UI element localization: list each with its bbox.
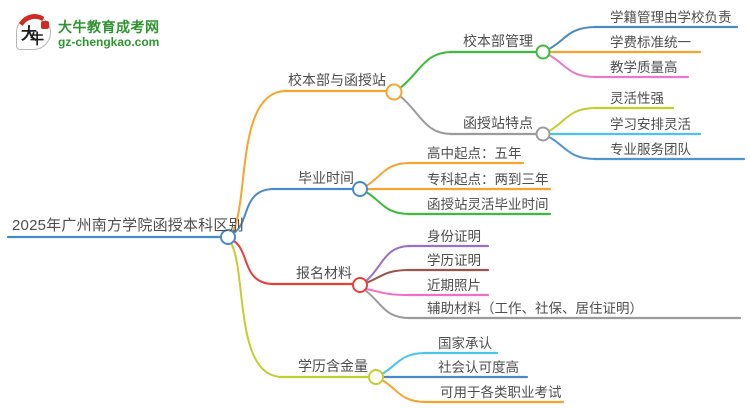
leaf-unified-tuition-label: 学费标准统一 — [610, 35, 691, 50]
root-label: 2025年广州南方学院函授本科区别 — [12, 217, 244, 234]
circle-root — [220, 229, 236, 245]
leaf-flexibility-label: 灵活性强 — [610, 91, 664, 106]
leaf-recent-photo-label: 近期照片 — [427, 278, 481, 293]
edge-leaf-state-recognized — [381, 352, 427, 375]
logo-seal-icon — [41, 21, 49, 29]
leaf-social-recognition-label: 社会认可度高 — [438, 360, 519, 375]
leaf-service-team-label: 专业服务团队 — [610, 142, 691, 157]
site-name: 大牛教育成考网 — [58, 19, 160, 35]
edge-branch-degree-value — [230, 242, 283, 378]
edge-branch-application-materials — [233, 240, 275, 285]
edge-station-features — [399, 95, 453, 135]
edge-leaf-highschool-start — [365, 162, 411, 187]
branch-application-materials-label: 报名材料 — [296, 265, 352, 281]
site-url: gz-chengkao.com — [58, 35, 160, 49]
leaf-highschool-start-label: 高中起点：五年 — [427, 146, 522, 161]
brand-logo-icon: 大 牛 — [13, 10, 56, 53]
edge-leaf-education-proof — [365, 269, 411, 284]
branch-degree-value-label: 学历含金量 — [298, 358, 368, 374]
brand-text: 大牛教育成考网 gz-chengkao.com — [58, 15, 160, 49]
leaf-state-recognized-label: 国家承认 — [438, 336, 492, 351]
edge-leaf-identity-proof — [365, 245, 411, 282]
edge-leaf-flexibility — [548, 107, 597, 132]
edge-leaf-service-team — [548, 136, 597, 160]
edge-leaf-career-exams — [381, 379, 427, 403]
brand-logo: 大 牛 大牛教育成考网 gz-chengkao.com — [13, 10, 160, 53]
edge-leaf-supporting-materials — [365, 290, 411, 319]
edge-branch-campus-vs-station — [232, 90, 287, 232]
circle-station-features — [535, 126, 551, 142]
edge-leaf-school-records — [548, 26, 597, 50]
leaf-school-records-label: 学籍管理由学校负责 — [610, 10, 732, 25]
edge-branch-graduation-time — [233, 188, 275, 234]
logo-char-da: 大 — [21, 24, 38, 43]
leaf-education-proof-label: 学历证明 — [427, 253, 481, 268]
leaf-flexible-schedule-label: 学习安排灵活 — [610, 117, 691, 132]
leaf-supporting-materials-label: 辅助材料（工作、社保、居住证明） — [427, 301, 643, 316]
leaf-college-start-label: 专科起点：两到三年 — [427, 172, 549, 187]
leaf-career-exams-label: 可用于各类职业考试 — [440, 385, 562, 400]
edge-leaf-flexible-graduation — [365, 191, 411, 215]
leaf-teaching-quality-label: 教学质量高 — [610, 60, 678, 75]
edge-leaf-teaching-quality — [548, 54, 597, 78]
circle-campus-management — [535, 44, 551, 60]
edge-leaf-recent-photo — [365, 288, 411, 296]
branch-graduation-time-label: 毕业时间 — [298, 170, 354, 186]
circle-branch-application-materials — [352, 277, 368, 293]
branch-campus-vs-station-label: 校本部与函授站 — [288, 72, 386, 88]
logo-char-niu: 牛 — [30, 32, 44, 48]
leaf-flexible-graduation-label: 函授站灵活毕业时间 — [427, 197, 549, 212]
circle-branch-graduation-time — [352, 181, 368, 197]
node-campus-management-label: 校本部管理 — [463, 33, 533, 49]
circle-branch-degree-value — [368, 369, 384, 385]
node-station-features-label: 函授站特点 — [463, 115, 533, 131]
circle-branch-campus-vs-station — [385, 83, 403, 101]
edge-campus-management — [399, 51, 453, 89]
leaf-identity-proof-label: 身份证明 — [427, 229, 481, 244]
